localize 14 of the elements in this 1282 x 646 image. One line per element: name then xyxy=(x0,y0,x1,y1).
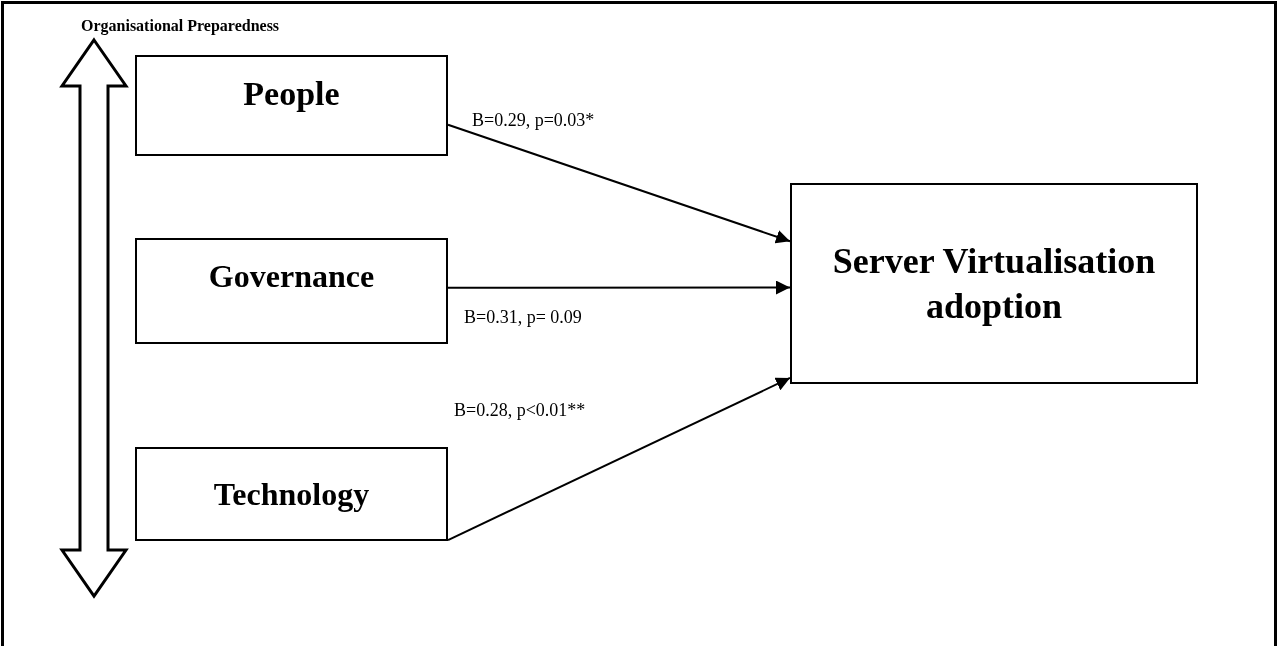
arrow xyxy=(447,123,791,244)
box-label: Technology xyxy=(213,475,370,514)
factor-box xyxy=(135,55,448,156)
arrow xyxy=(447,280,791,295)
factor-box xyxy=(135,238,448,344)
box-label: Server Virtualisation adoption xyxy=(831,239,1157,328)
box-label: Governance xyxy=(208,257,375,296)
outcome-box xyxy=(790,183,1198,384)
edge-label: B=0.31, p= 0.09 xyxy=(462,307,584,328)
box-label: People xyxy=(243,74,340,114)
edge-label: B=0.29, p=0.03* xyxy=(470,110,597,131)
factor-box xyxy=(135,447,448,541)
edge-label: B=0.28, p<0.01** xyxy=(452,400,588,421)
arrow xyxy=(447,376,791,542)
